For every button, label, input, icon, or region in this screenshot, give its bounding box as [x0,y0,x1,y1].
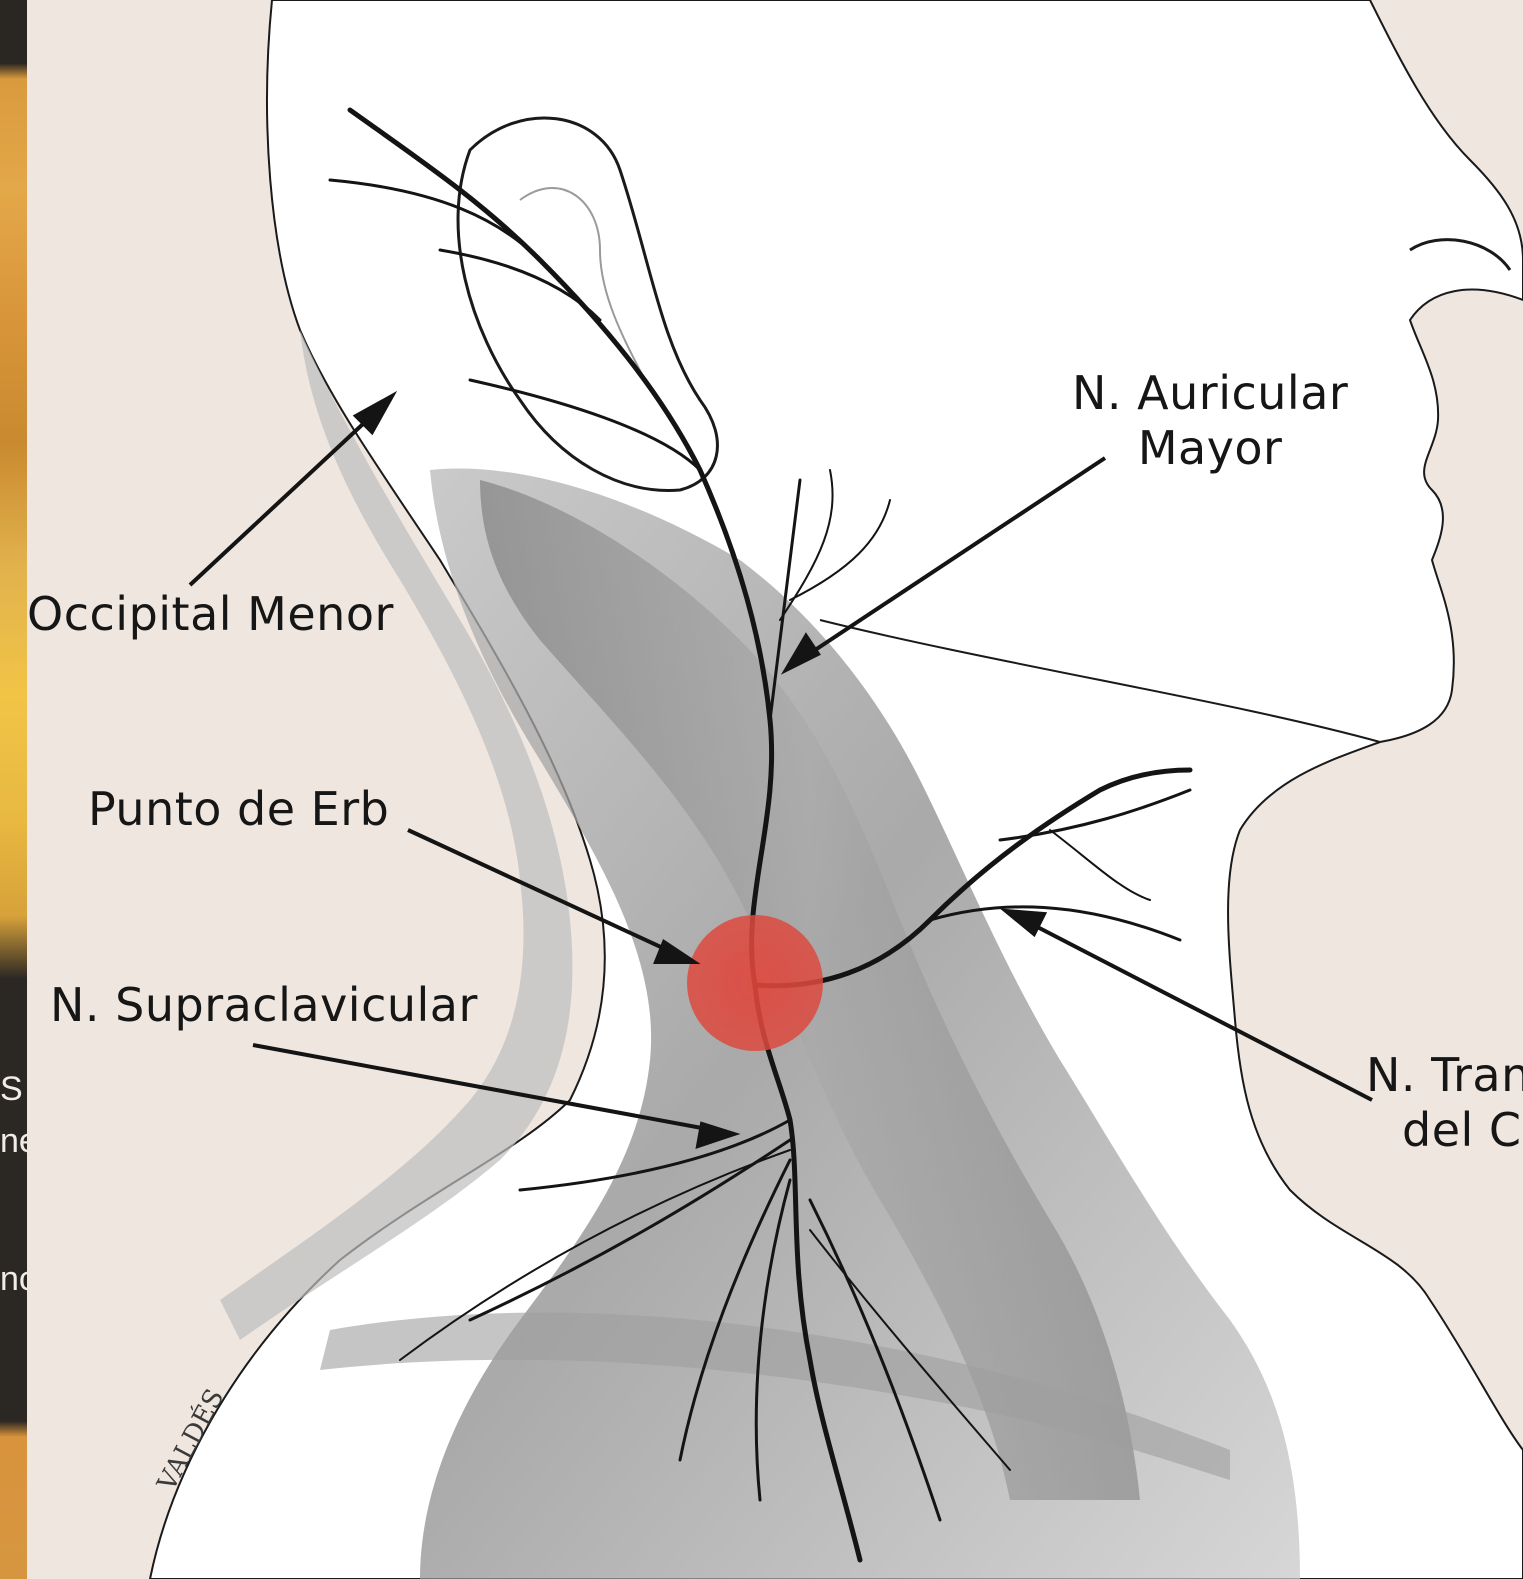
label-auricular-mayor-line2: Mayor [1072,421,1348,476]
label-auricular-mayor: N. Auricular Mayor [1072,366,1348,476]
erb-point-marker [687,915,823,1051]
label-punto-de-erb: Punto de Erb [88,782,389,837]
label-transverso-line1: N. Tran [1366,1048,1523,1103]
label-supraclavicular: N. Supraclavicular [50,978,478,1033]
label-occipital-menor: Occipital Menor [27,587,394,642]
label-transverso-line2: del C [1366,1103,1523,1158]
label-transverso: N. Tran del C [1366,1048,1523,1158]
label-auricular-mayor-line1: N. Auricular [1072,366,1348,421]
